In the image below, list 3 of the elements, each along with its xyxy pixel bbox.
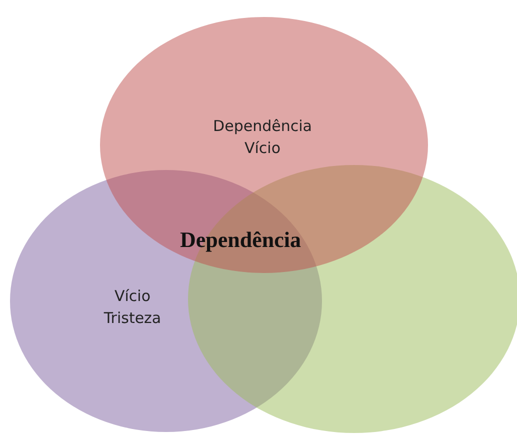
circle-label: Vício Tristeza <box>102 286 162 329</box>
overlap-label: Dependência <box>180 227 301 253</box>
circle-label: Dependência Vício <box>212 116 313 159</box>
